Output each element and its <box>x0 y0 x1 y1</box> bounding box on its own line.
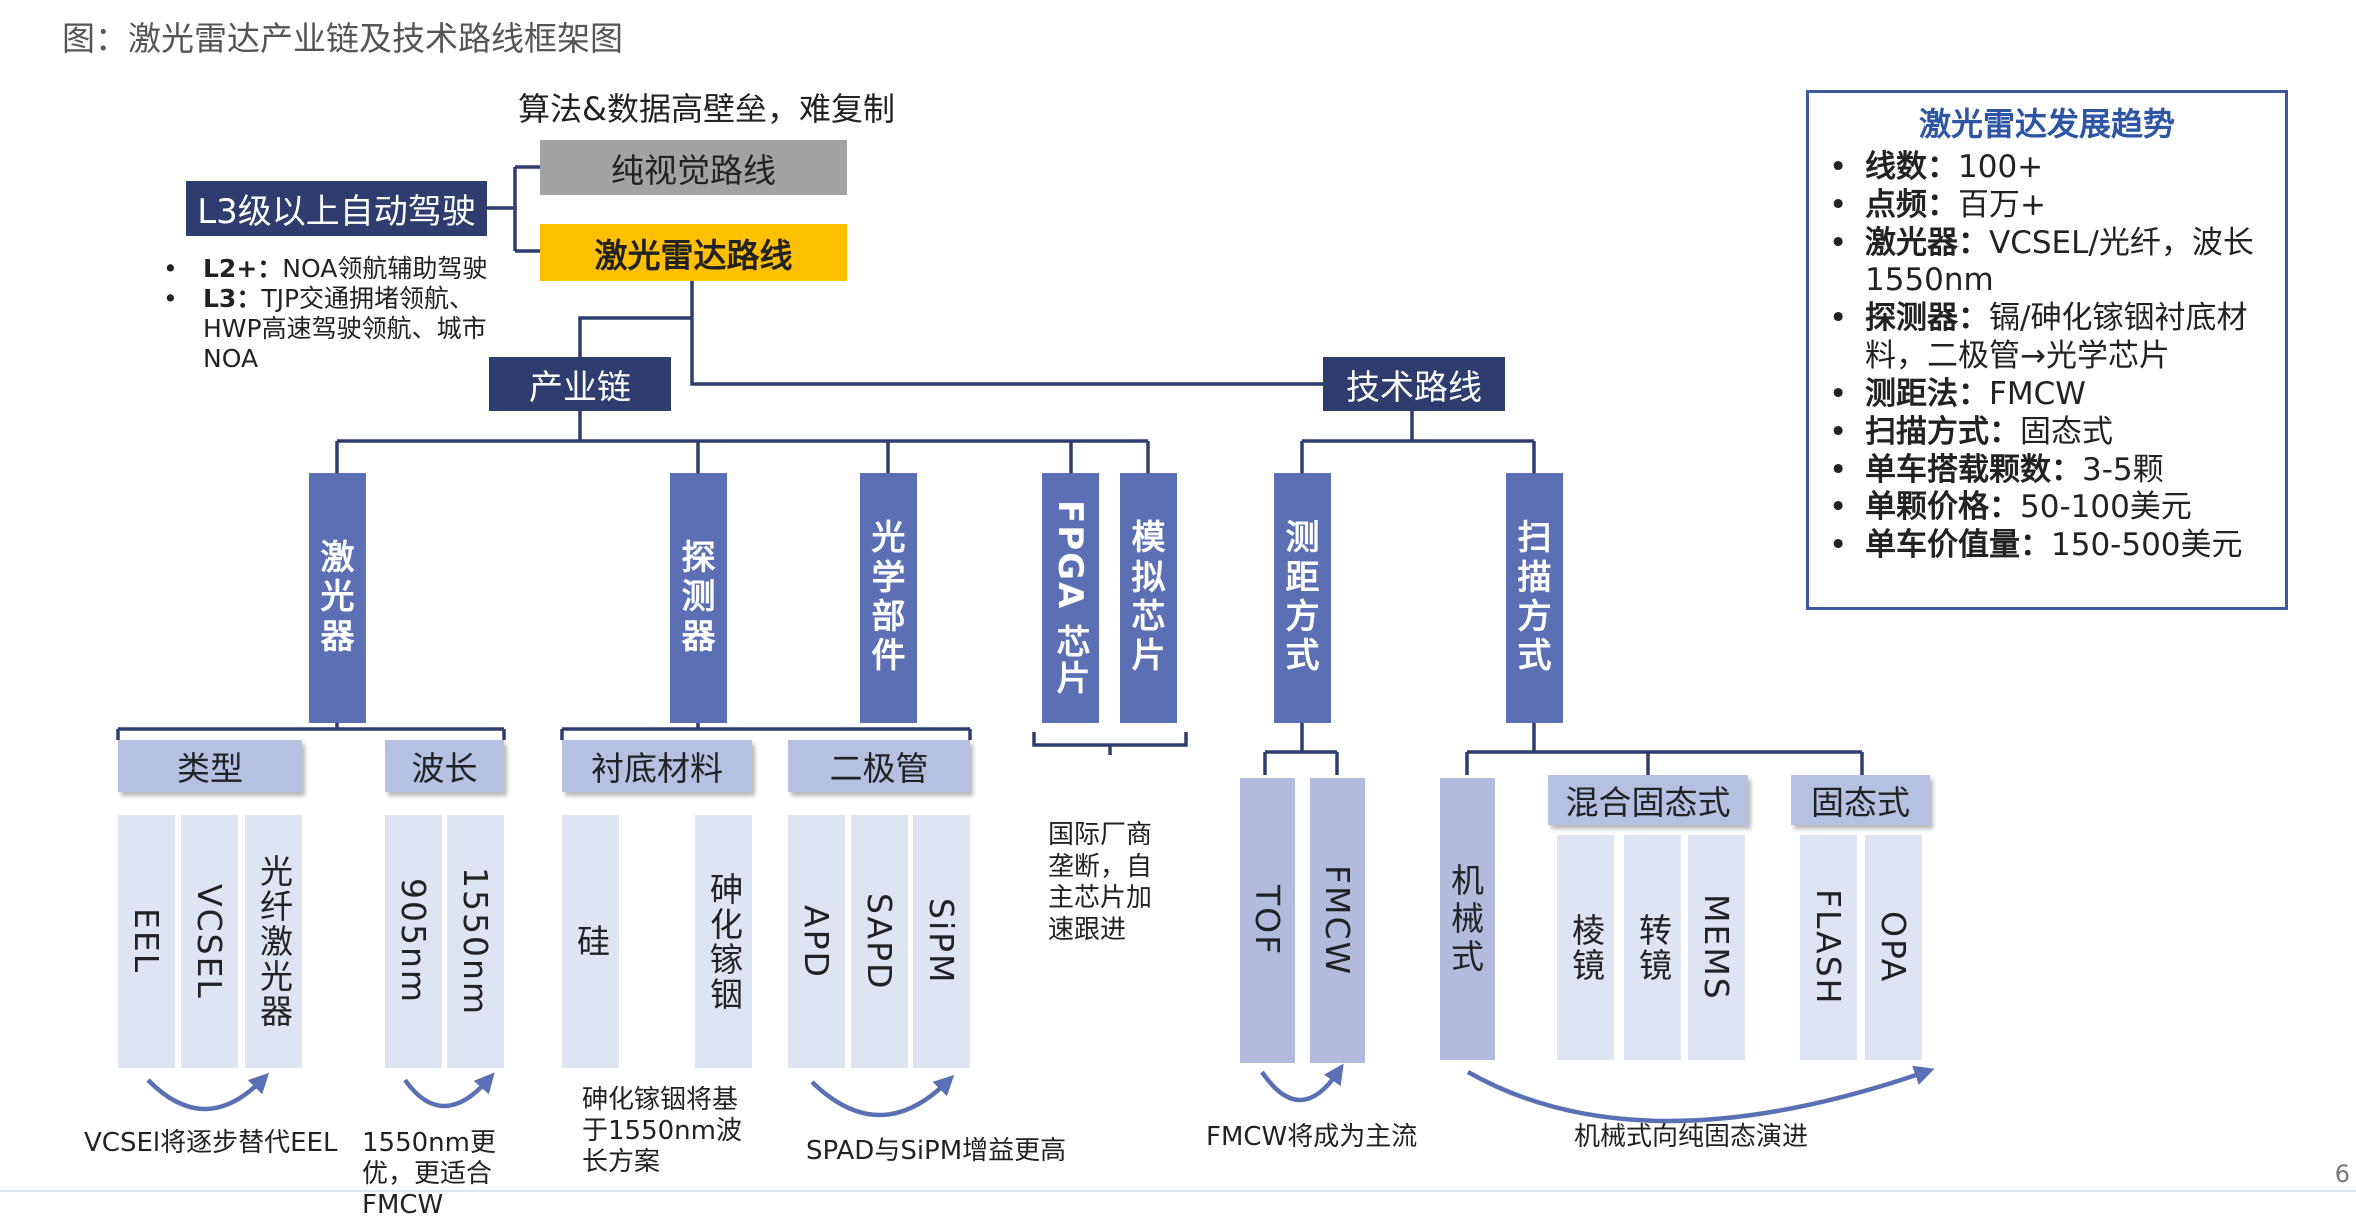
leaf-905nm: 905nm <box>385 815 442 1068</box>
leaf-opa: OPA <box>1865 835 1922 1060</box>
leaf-ingaas: 砷化镓铟 <box>695 815 752 1068</box>
leaf-flash: FLASH <box>1800 835 1857 1060</box>
leaf-prism: 棱镜 <box>1557 835 1614 1060</box>
diode-category: 二极管 <box>788 740 970 792</box>
pure-vision-box: 纯视觉路线 <box>540 140 847 195</box>
level-list: L2+：NOA领航辅助驾驶 L3：TJP交通拥堵领航、HWP高速驾驶领航、城市N… <box>163 254 523 374</box>
leaf-silicon: 硅 <box>562 815 619 1068</box>
trend-item: 点频：百万+ <box>1809 187 2285 225</box>
detector-header: 探测器 <box>670 473 727 723</box>
leaf-tof: TOF <box>1240 778 1295 1063</box>
trend-box: 激光雷达发展趋势 线数：100+ 点频：百万+ 激光器：VCSEL/光纤，波长1… <box>1806 90 2288 610</box>
note-diode: SPAD与SiPM增益更高 <box>806 1136 1067 1166</box>
substrate-category: 衬底材料 <box>562 740 752 792</box>
trend-item: 激光器：VCSEL/光纤，波长1550nm <box>1809 225 2285 301</box>
note-laser-type: VCSEl将逐步替代EEL <box>84 1128 338 1158</box>
fpga-chip-header: FPGA 芯片 <box>1042 473 1099 723</box>
solid-state-category: 固态式 <box>1791 775 1930 825</box>
chip-note: 国际厂商垄断，自主芯片加速跟进 <box>1048 820 1153 946</box>
algo-note: 算法&数据高壁垒，难复制 <box>518 90 895 128</box>
industry-chain-box: 产业链 <box>489 357 671 411</box>
trend-item: 探测器：镉/砷化镓铟衬底材料，二极管→光学芯片 <box>1809 300 2285 376</box>
ranging-header: 测距方式 <box>1274 473 1331 723</box>
leaf-fiber-laser: 光纤激光器 <box>245 815 302 1068</box>
l3-autodrive-box: L3级以上自动驾驶 <box>186 181 487 236</box>
laser-header: 激光器 <box>309 473 366 723</box>
detector-label: 探测器 <box>681 537 716 657</box>
level-item: L3：TJP交通拥堵领航、HWP高速驾驶领航、城市NOA <box>163 284 523 374</box>
leaf-fmcw: FMCW <box>1310 778 1365 1063</box>
leaf-sipm: SiPM <box>913 815 970 1068</box>
optics-label: 光学部件 <box>871 518 906 677</box>
laser-label: 激光器 <box>320 537 355 657</box>
page-title: 图：激光雷达产业链及技术路线框架图 <box>62 19 623 58</box>
leaf-sapd: SAPD <box>851 815 908 1068</box>
leaf-mechanical: 机械式 <box>1440 778 1495 1060</box>
leaf-rotating-mirror: 转镜 <box>1624 835 1681 1060</box>
scanning-label: 扫描方式 <box>1517 518 1552 677</box>
leaf-1550nm: 1550nm <box>447 815 504 1068</box>
page-number: 6 <box>2334 1160 2350 1188</box>
level-item: L2+：NOA领航辅助驾驶 <box>163 254 523 284</box>
laser-type-category: 类型 <box>118 740 302 792</box>
tech-route-box: 技术路线 <box>1323 357 1505 411</box>
trend-item: 线数：100+ <box>1809 149 2285 187</box>
trend-item: 测距法：FMCW <box>1809 376 2285 414</box>
trend-list: 线数：100+ 点频：百万+ 激光器：VCSEL/光纤，波长1550nm 探测器… <box>1809 149 2285 565</box>
scanning-header: 扫描方式 <box>1506 473 1563 723</box>
leaf-apd: APD <box>788 815 845 1068</box>
trend-item: 单颗价格：50-100美元 <box>1809 489 2285 527</box>
trend-item: 扫描方式：固态式 <box>1809 414 2285 452</box>
note-scanning: 机械式向纯固态演进 <box>1574 1122 1809 1152</box>
note-substrate: 砷化镓铟将基于1550nm波长方案 <box>582 1085 742 1178</box>
leaf-mems: MEMS <box>1688 835 1745 1060</box>
footer-divider <box>0 1190 2356 1192</box>
leaf-eel: EEL <box>118 815 175 1068</box>
leaf-vcsel: VCSEL <box>181 815 238 1068</box>
trend-item: 单车价值量：150-500美元 <box>1809 527 2285 565</box>
trend-title: 激光雷达发展趋势 <box>1918 105 2175 143</box>
optics-header: 光学部件 <box>860 473 917 723</box>
lidar-route-box: 激光雷达路线 <box>540 224 847 281</box>
analog-chip-header: 模拟芯片 <box>1120 473 1177 723</box>
mechanical-label: 机械式 <box>1451 861 1486 976</box>
hybrid-solid-category: 混合固态式 <box>1548 775 1748 825</box>
ranging-label: 测距方式 <box>1285 518 1320 677</box>
trend-item: 单车搭载颗数：3-5颗 <box>1809 452 2285 490</box>
note-ranging: FMCW将成为主流 <box>1206 1122 1418 1152</box>
laser-wavelength-category: 波长 <box>385 740 504 792</box>
connector-lines <box>116 165 1935 1124</box>
note-wavelength: 1550nm更优，更适合FMCW <box>362 1128 496 1221</box>
analog-chip-label: 模拟芯片 <box>1131 518 1166 677</box>
